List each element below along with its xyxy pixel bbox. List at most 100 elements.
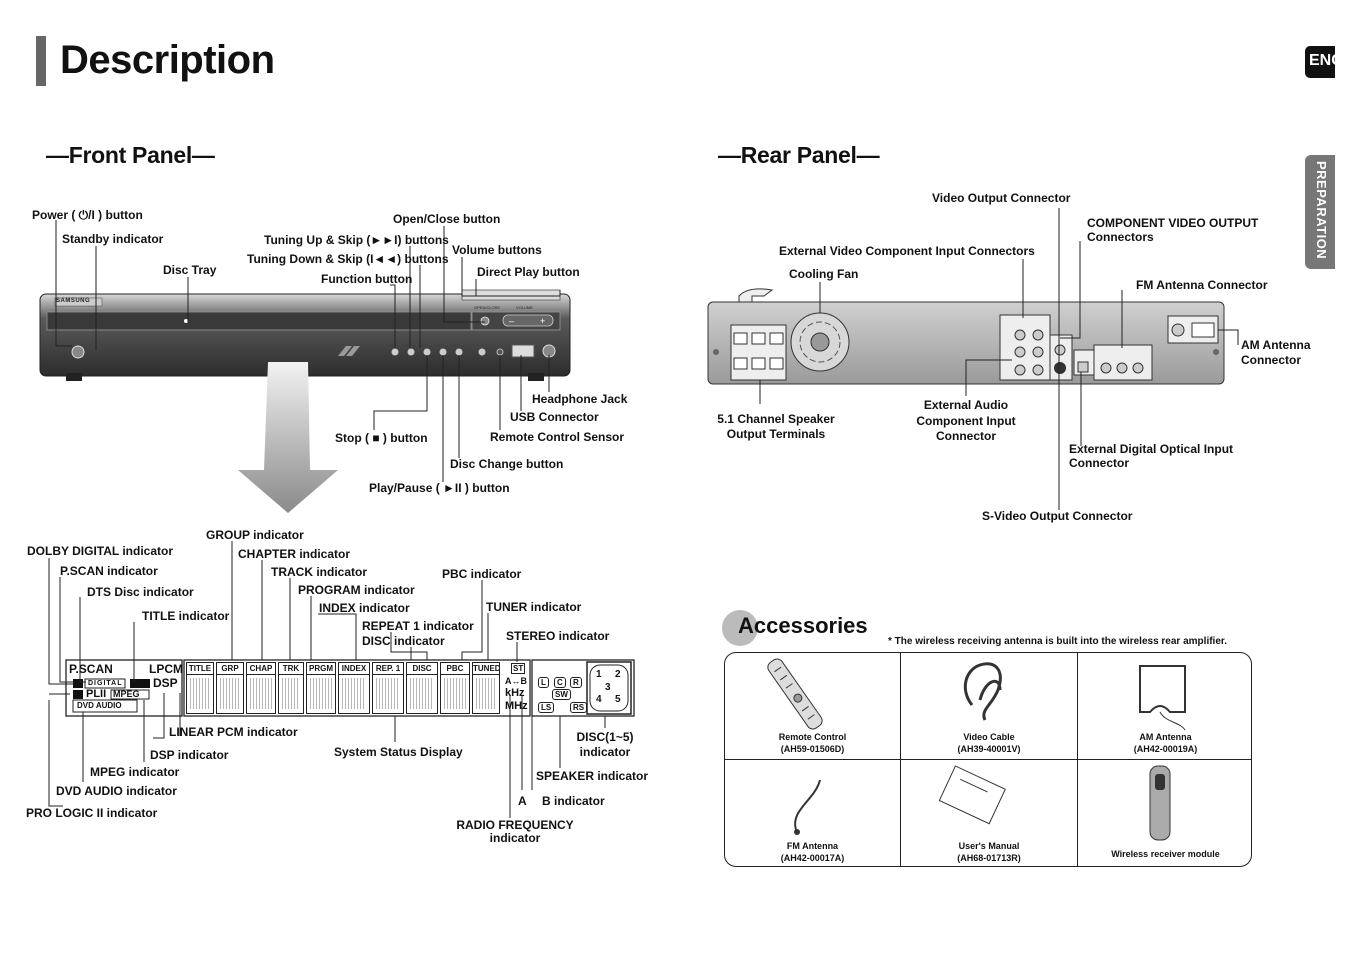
b-indicator-label: B indicator (542, 794, 605, 808)
track-indicator-label: TRACK indicator (271, 565, 367, 579)
ext-optical-label-2: Connector (1069, 456, 1129, 470)
display-digital: DIGITAL (88, 680, 123, 687)
speaker-c: C (554, 677, 566, 688)
speaker-terminals-label: 5.1 Channel Speaker (717, 412, 835, 426)
radio-frequency-label: RADIO FREQUENCY (456, 818, 574, 832)
accessory-remote-control: Remote Control (AH59-01506D) (725, 653, 901, 760)
display-segment: REP. 1 (372, 662, 404, 714)
display-lpcm: LPCM (149, 662, 183, 676)
display-pscan: P.SCAN (69, 662, 113, 676)
svg-text:+: + (540, 316, 545, 326)
accessory-code: (AH68-01713R) (957, 853, 1021, 863)
arrow-down-icon (238, 362, 338, 513)
accessory-illustrations (767, 658, 1186, 841)
disc-tray-label: Disc Tray (163, 263, 217, 277)
mpeg-indicator-label: MPEG indicator (90, 765, 180, 779)
accessory-users-manual: User's Manual (AH68-01713R) (901, 760, 1078, 866)
speaker-r: R (570, 677, 582, 688)
disc-2: 2 (615, 669, 621, 680)
accessories-table: Remote Control (AH59-01506D) Video Cable… (724, 652, 1252, 867)
disc-1: 1 (596, 669, 602, 680)
display-ab: A↔B (505, 676, 527, 686)
accessories-heading-circle (722, 610, 758, 646)
rear-panel-heading: —Rear Panel— (718, 142, 880, 168)
am-antenna-connector-label: AM Antenna (1241, 338, 1311, 352)
display-segment-dots (250, 678, 272, 709)
display-dvd-audio: DVD AUDIO (77, 701, 122, 710)
am-antenna-connector-label-2: Connector (1241, 353, 1301, 367)
ext-optical-label: External Digital Optical Input (1069, 442, 1234, 456)
display-segment-label: CHAP (247, 663, 275, 675)
display-segment-label: REP. 1 (373, 663, 403, 675)
speaker-rs: RS (570, 702, 588, 713)
power-button-label: Power ( ⏻/I ) button (32, 208, 143, 222)
device-volume-mark: VOLUME (516, 305, 533, 310)
display-segment-dots (282, 678, 300, 709)
display-segment: TUNED (472, 662, 500, 714)
accessory-video-cable: Video Cable (AH39-40001V) (901, 653, 1078, 760)
device-brand: SAMSUNG (56, 298, 91, 304)
pbc-indicator-label: PBC indicator (442, 567, 522, 581)
display-segment-label: PRGM (307, 664, 335, 675)
component-output-label-2: Connectors (1087, 230, 1154, 244)
speaker-ls: LS (538, 702, 555, 713)
display-segment-dots (310, 678, 332, 709)
pro-logic-label: PRO LOGIC II indicator (26, 806, 158, 820)
dvd-audio-label: DVD AUDIO indicator (56, 784, 177, 798)
language-tab: ENG (1305, 46, 1335, 78)
tuning-up-label: Tuning Up & Skip (►►I) buttons (264, 233, 449, 247)
volume-buttons-label: Volume buttons (452, 243, 542, 257)
disc-3: 3 (605, 682, 611, 693)
standby-indicator-label: Standby indicator (62, 232, 164, 246)
display-segment: TITLE (186, 662, 214, 714)
title-indicator-label: TITLE indicator (142, 609, 230, 623)
display-khz: kHz (505, 687, 525, 699)
speaker-sw: SW (552, 689, 571, 700)
disc-5: 5 (615, 694, 621, 705)
a-indicator-label: A (518, 794, 527, 808)
display-segment-label: GRP (217, 663, 243, 675)
accessory-name: Video Cable (963, 732, 1015, 742)
repeat-indicator-label: REPEAT 1 indicator (362, 619, 474, 633)
display-segment-label: INDEX (339, 663, 369, 675)
play-pause-label: Play/Pause ( ►II ) button (369, 481, 510, 495)
index-indicator-label: INDEX indicator (319, 601, 410, 615)
open-close-label: Open/Close button (393, 212, 501, 226)
display-segment: CHAP (246, 662, 276, 714)
display-segment-label: DISC (407, 663, 437, 675)
accessories-heading: Accessories (738, 613, 868, 638)
speaker-l: L (538, 677, 549, 688)
fm-antenna-connector-label: FM Antenna Connector (1136, 278, 1268, 292)
speaker-terminals-label-2: Output Terminals (726, 427, 826, 441)
ext-audio-label: External Audio (923, 398, 1009, 412)
tuner-indicator-label: TUNER indicator (486, 600, 582, 614)
ext-audio-label-3: Connector (936, 429, 996, 443)
stereo-indicator-label: STEREO indicator (506, 629, 610, 643)
front-leader-lines (55, 220, 561, 482)
disc-4: 4 (596, 694, 602, 705)
accessories-note: * The wireless receiving antenna is buil… (888, 636, 1228, 647)
program-indicator-label: PROGRAM indicator (298, 583, 415, 597)
front-panel-heading: —Front Panel— (46, 142, 215, 168)
dolby-digital-label: DOLBY DIGITAL indicator (27, 544, 174, 558)
disc-indicator-label: DISC indicator (362, 634, 445, 648)
video-output-label: Video Output Connector (932, 191, 1071, 205)
display-dsp: DSP (153, 676, 178, 690)
disc-change-label: Disc Change button (450, 457, 564, 471)
system-status-label: System Status Display (334, 745, 463, 759)
section-tab: PREPARATION (1305, 155, 1335, 269)
display-segment-dots (190, 678, 210, 709)
chapter-indicator-label: CHAPTER indicator (238, 547, 351, 561)
group-indicator-label: GROUP indicator (206, 528, 304, 542)
direct-play-label: Direct Play button (477, 265, 580, 279)
display-segment: GRP (216, 662, 244, 714)
title-accent-bar (36, 36, 46, 86)
display-segment-label: TUNED (473, 664, 499, 675)
dts-disc-label: DTS Disc indicator (87, 585, 194, 599)
stop-button-label: Stop ( ■ ) button (335, 431, 428, 445)
ext-audio-label-2: Component Input (916, 414, 1016, 428)
display-mhz: MHz (505, 700, 528, 712)
accessory-am-antenna: AM Antenna (AH42-00019A) (1078, 653, 1251, 760)
svg-text:–: – (509, 316, 514, 326)
